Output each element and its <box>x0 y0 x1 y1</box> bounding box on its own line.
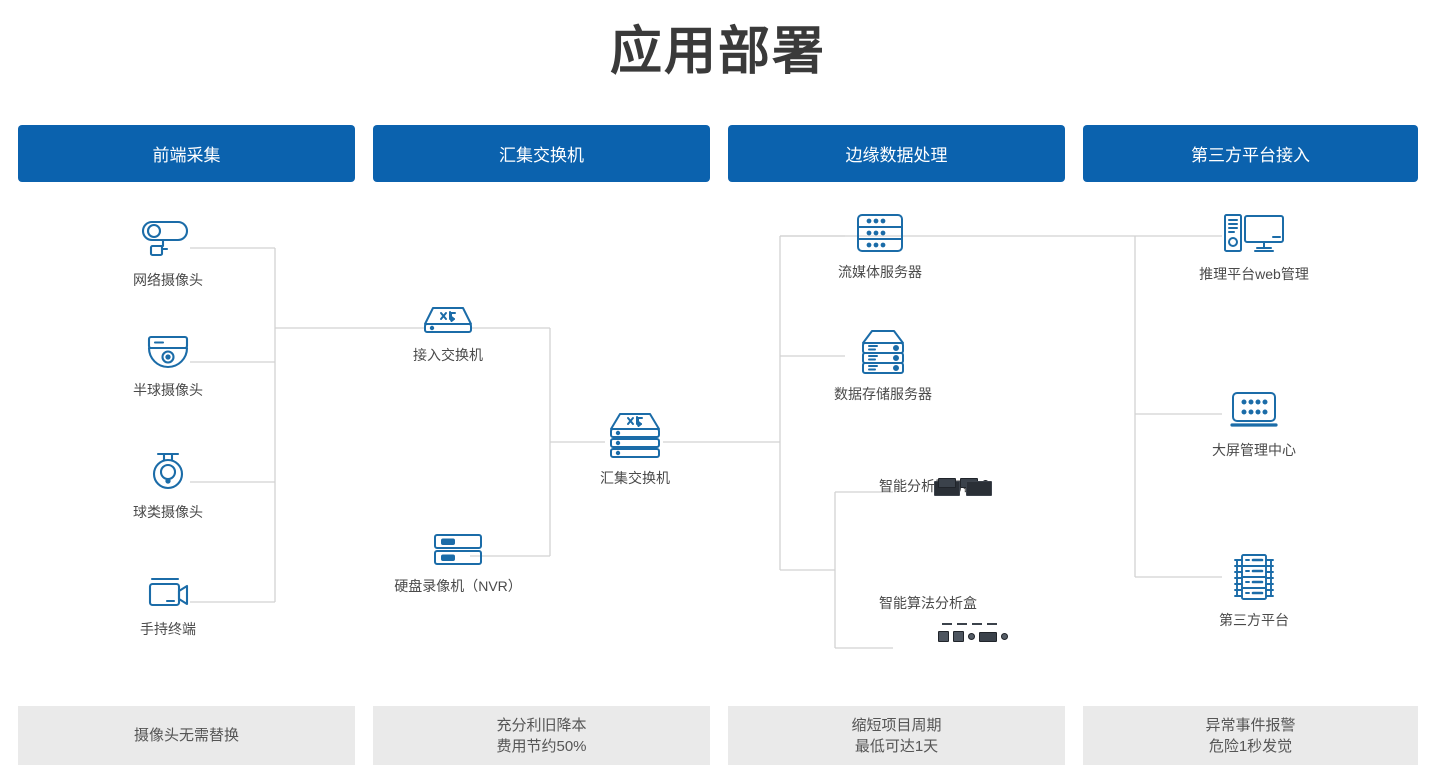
node-storage-server[interactable]: 数据存储服务器 <box>834 328 932 404</box>
node-analysis-server[interactable]: 智能分析服务器 <box>866 468 990 496</box>
node-third-party-platform[interactable]: 第三方平台 <box>1206 552 1302 630</box>
storage-server-icon <box>855 328 911 376</box>
third-party-platform-icon <box>1227 552 1281 602</box>
large-screen-icon <box>1226 390 1282 432</box>
node-nvr[interactable]: 硬盘录像机（NVR） <box>388 530 528 596</box>
ball-camera-icon <box>142 448 194 494</box>
node-label: 第三方平台 <box>1219 612 1289 628</box>
column-header-label: 前端采集 <box>152 146 221 165</box>
access-switch-icon <box>419 303 477 337</box>
node-label: 手持终端 <box>140 621 196 637</box>
node-web-management[interactable]: 推理平台web管理 <box>1190 212 1318 284</box>
node-label: 半球摄像头 <box>133 382 203 398</box>
ip-camera-icon <box>139 216 197 262</box>
footer-line: 最低可达1天 <box>854 737 939 755</box>
column-header-edge-data-processing[interactable]: 边缘数据处理 <box>728 125 1065 182</box>
column-header-third-party-platform-access[interactable]: 第三方平台接入 <box>1083 125 1418 182</box>
footer-card-event-alarm: 异常事件报警 危险1秒发觉 <box>1083 706 1418 765</box>
footer-line: 异常事件报警 <box>1205 716 1296 734</box>
node-ip-camera[interactable]: 网络摄像头 <box>128 216 208 290</box>
node-label: 流媒体服务器 <box>838 264 922 280</box>
footer-line: 充分利旧降本 <box>496 716 587 734</box>
node-large-screen-center[interactable]: 大屏管理中心 <box>1200 390 1308 460</box>
column-header-front-end-collection[interactable]: 前端采集 <box>18 125 355 182</box>
node-label: 智能算法分析盒 <box>879 595 977 611</box>
web-management-icon <box>1221 212 1287 256</box>
dome-camera-icon <box>141 332 195 372</box>
footer-line: 危险1秒发觉 <box>1208 737 1293 755</box>
column-header-aggregation-switch[interactable]: 汇集交换机 <box>373 125 710 182</box>
page-title: 应用部署 <box>609 23 826 81</box>
node-access-switch[interactable]: 接入交换机 <box>408 303 488 365</box>
column-header-label: 边缘数据处理 <box>845 146 948 165</box>
nvr-icon <box>429 530 487 568</box>
node-dome-camera[interactable]: 半球摄像头 <box>128 332 208 400</box>
node-streaming-server[interactable]: 流媒体服务器 <box>835 212 925 282</box>
node-label: 球类摄像头 <box>133 504 203 520</box>
node-label: 数据存储服务器 <box>834 386 932 402</box>
footer-card-camera-no-replace: 摄像头无需替换 <box>18 706 355 765</box>
node-label: 汇集交换机 <box>600 470 670 486</box>
footer-line: 摄像头无需替换 <box>133 727 239 744</box>
aggregation-switch-icon <box>605 410 665 460</box>
handheld-terminal-icon <box>141 575 195 611</box>
footer-line: 缩短项目周期 <box>851 716 942 734</box>
node-ball-camera[interactable]: 球类摄像头 <box>128 448 208 522</box>
connector-lines <box>190 235 1222 649</box>
node-algorithm-box[interactable]: 智能算法分析盒 <box>866 593 1008 642</box>
streaming-server-icon <box>852 212 908 254</box>
node-label: 推理平台web管理 <box>1199 266 1309 282</box>
node-aggregation-switch[interactable]: 汇集交换机 <box>595 410 675 488</box>
footer-card-cost-saving: 充分利旧降本 费用节约50% <box>373 706 710 765</box>
node-handheld-terminal[interactable]: 手持终端 <box>128 575 208 639</box>
footer-card-shorter-cycle: 缩短项目周期 最低可达1天 <box>728 706 1065 765</box>
column-header-label: 汇集交换机 <box>499 146 584 165</box>
node-label: 网络摄像头 <box>133 272 203 288</box>
deployment-diagram: 网络摄像头 半球摄像头 球类摄像头 <box>0 190 1436 690</box>
footer-line: 费用节约50% <box>496 737 587 755</box>
node-label: 大屏管理中心 <box>1212 442 1296 458</box>
node-label: 硬盘录像机（NVR） <box>394 578 522 594</box>
column-header-label: 第三方平台接入 <box>1191 146 1310 165</box>
node-label: 接入交换机 <box>413 347 483 363</box>
